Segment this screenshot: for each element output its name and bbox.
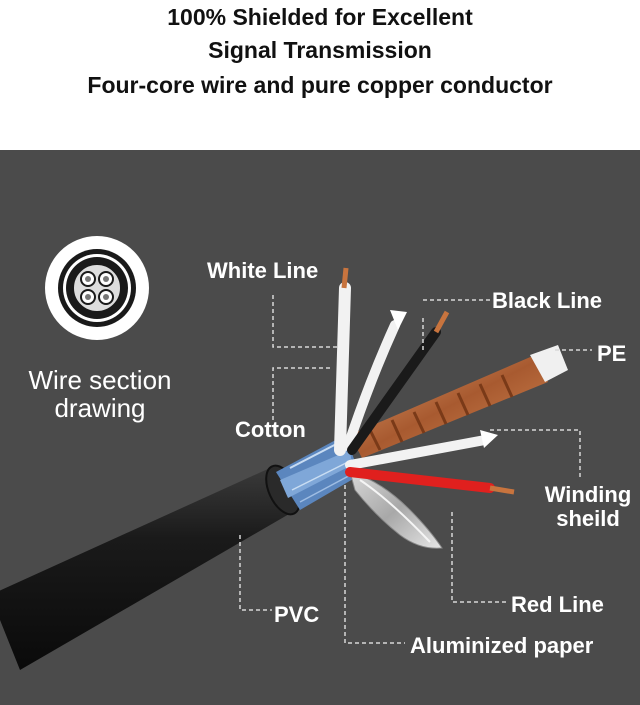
wire-section-icon	[45, 236, 149, 340]
header-title-line-2: Signal Transmission	[208, 37, 432, 63]
leader-white-line	[272, 295, 340, 348]
label-cotton: Cotton	[235, 417, 306, 442]
leader-black-line	[422, 299, 490, 350]
leader-winding	[490, 429, 581, 480]
header: 100% Shielded for Excellent Signal Trans…	[0, 0, 640, 150]
cable-illustration	[0, 236, 592, 670]
leader-red-line	[451, 512, 508, 603]
label-winding-shield: Winding sheild	[538, 483, 638, 531]
leader-pvc	[239, 535, 272, 611]
white-wire-2	[343, 310, 407, 451]
label-black-line: Black Line	[492, 288, 603, 313]
section-drawing-label-line-1: Wire section	[28, 365, 172, 395]
leader-lines	[239, 295, 592, 644]
pvc-jacket	[0, 464, 301, 670]
pe-copper-winding	[350, 345, 568, 458]
section-drawing-label-line-2: drawing	[54, 393, 146, 423]
white-wire-3	[345, 430, 498, 470]
leader-cotton	[272, 367, 330, 420]
label-winding-line-1: Winding	[544, 482, 632, 507]
label-pvc: PVC	[274, 602, 320, 627]
section-drawing-label: Wire section drawing	[10, 366, 190, 422]
leader-aluminized	[344, 485, 405, 644]
label-pe: PE	[597, 341, 627, 366]
label-white-line: White Line	[207, 258, 319, 283]
label-aluminized-paper: Aluminized paper	[410, 633, 594, 658]
header-title-line-3: Four-core wire and pure copper conductor	[87, 72, 553, 98]
aluminized-foil	[349, 471, 443, 549]
black-line-wire	[347, 310, 450, 455]
label-red-line: Red Line	[511, 592, 604, 617]
white-line-wire	[334, 267, 351, 456]
label-winding-line-2: sheild	[556, 506, 620, 531]
cable-diagram-panel: Wire section drawing White Line Black Li…	[0, 150, 640, 705]
header-title-line-1: 100% Shielded for Excellent	[167, 4, 473, 30]
red-line-wire	[345, 467, 515, 495]
